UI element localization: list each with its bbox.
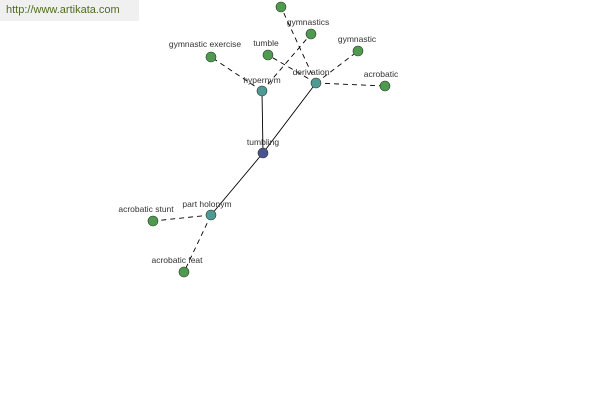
node-gymnastic-exercise[interactable] bbox=[205, 51, 217, 63]
edge-derivation-unlabeled_top bbox=[280, 6, 317, 84]
label-derivation: derivation bbox=[293, 67, 330, 77]
label-tumble: tumble bbox=[253, 38, 279, 48]
node-tumbling[interactable] bbox=[257, 147, 269, 159]
label-gymnastic-exercise: gymnastic exercise bbox=[169, 39, 242, 49]
node-acrobatic[interactable] bbox=[379, 80, 391, 92]
watermark-url: http://www.artikata.com bbox=[0, 0, 139, 21]
edge-hypernym-gymnastics bbox=[261, 33, 312, 92]
node-acrobatic-feat[interactable] bbox=[178, 266, 190, 278]
edge-derivation-acrobatic bbox=[315, 82, 386, 87]
label-tumbling: tumbling bbox=[247, 137, 279, 147]
node-acrobatic-stunt[interactable] bbox=[147, 215, 159, 227]
label-gymnastics: gymnastics bbox=[287, 17, 330, 27]
node-derivation[interactable] bbox=[310, 77, 322, 89]
edge-tumbling-hypernym bbox=[261, 90, 264, 154]
edge-part_holonym-acrobatic_feat bbox=[183, 214, 212, 273]
edge-derivation-tumble bbox=[267, 54, 317, 84]
node-hypernym[interactable] bbox=[256, 85, 268, 97]
edge-layer bbox=[152, 6, 386, 273]
node-tumble[interactable] bbox=[262, 49, 274, 61]
node-gymnastic[interactable] bbox=[352, 45, 364, 57]
edge-hypernym-gymnastic_exercise bbox=[210, 56, 263, 92]
node-gymnastics[interactable] bbox=[305, 28, 317, 40]
label-part-holonym: part holonym bbox=[182, 199, 231, 209]
edge-part_holonym-acrobatic_stunt bbox=[152, 214, 212, 222]
edge-tumbling-derivation bbox=[262, 82, 317, 154]
node-layer bbox=[147, 1, 391, 278]
label-layer: tumbling hypernym derivation part holonym gy… bbox=[118, 17, 399, 265]
label-acrobatic-stunt: acrobatic stunt bbox=[118, 204, 174, 214]
node-unlabeled-top[interactable] bbox=[275, 1, 287, 13]
label-gymnastic: gymnastic bbox=[338, 34, 377, 44]
label-acrobatic: acrobatic bbox=[364, 69, 399, 79]
label-acrobatic-feat: acrobatic feat bbox=[151, 255, 203, 265]
edge-tumbling-part_holonym bbox=[210, 152, 264, 216]
node-part-holonym[interactable] bbox=[205, 209, 217, 221]
label-hypernym: hypernym bbox=[243, 75, 280, 85]
